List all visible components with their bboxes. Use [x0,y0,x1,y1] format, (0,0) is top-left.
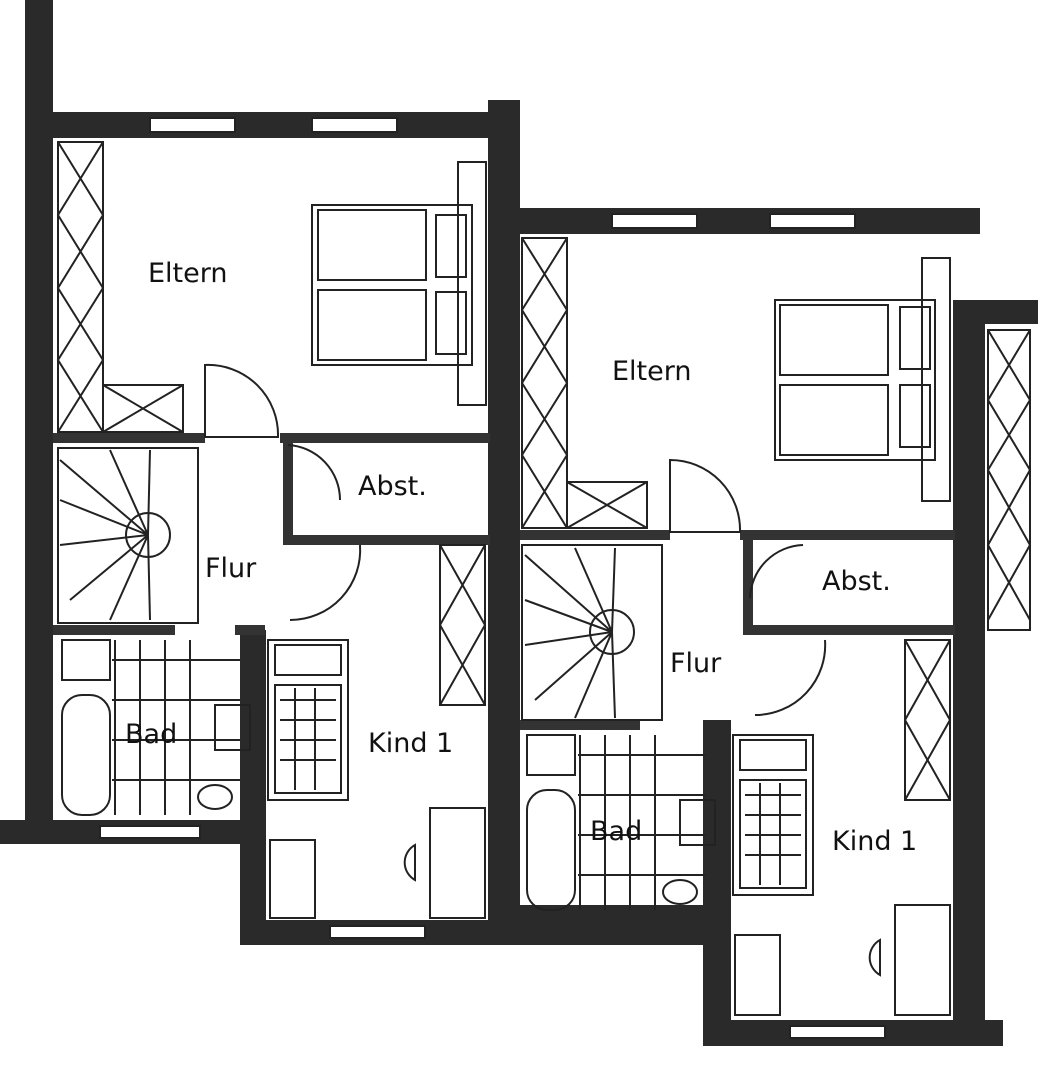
outer-wall-top [962,300,1038,324]
room-label-bad: Bad [125,719,177,750]
interior-wall [520,720,640,730]
staircase [521,544,663,721]
room-label-abst: Abst. [822,566,891,597]
interior-wall [280,433,490,443]
interior-wall [235,625,265,635]
room-label-eltern: Eltern [148,258,228,289]
room-label-kind: Kind 1 [368,728,453,759]
window [329,925,426,939]
door [754,639,827,717]
door [749,544,804,599]
door [289,544,362,622]
interior-wall [283,443,293,543]
outer-wall-top [40,112,515,138]
outer-wall-left [25,0,53,840]
interior-wall [743,540,753,635]
room-label-kind: Kind 1 [832,826,917,857]
window [789,1025,886,1039]
window [611,213,698,229]
room-label-flur: Flur [205,553,257,584]
interior-wall [520,530,670,540]
interior-wall [53,433,205,443]
interior-wall [740,530,955,540]
interior-wall [53,625,175,635]
interior-wall [743,625,955,635]
outer-wall [240,630,266,945]
window [99,825,201,839]
double-bed [311,161,487,406]
window [311,117,398,133]
outer-wall-bottom [520,905,725,930]
room-label-bad: Bad [590,816,642,847]
door [669,458,742,533]
room-label-abst: Abst. [358,471,427,502]
unit-left: Eltern Abst. Flur Bad Kind 1 [0,0,725,945]
door [287,444,342,501]
unit-right: Eltern Abst. Flur Bad Kind 1 [500,208,1038,1046]
room-label-eltern: Eltern [612,356,692,387]
party-wall [953,300,985,1045]
window [769,213,856,229]
interior-wall [283,535,490,545]
bathroom-fixtures [526,734,716,911]
bathroom-fixtures [61,639,251,816]
outer-wall-top [500,208,980,234]
window [149,117,236,133]
single-bed [732,734,951,1016]
outer-wall [703,720,731,1045]
door [204,363,280,438]
room-label-flur: Flur [670,648,722,679]
wardrobe [56,141,487,706]
single-bed [267,639,486,919]
party-wall [488,100,520,945]
double-bed [774,257,951,502]
wardrobe [520,237,1032,801]
staircase [57,447,199,624]
